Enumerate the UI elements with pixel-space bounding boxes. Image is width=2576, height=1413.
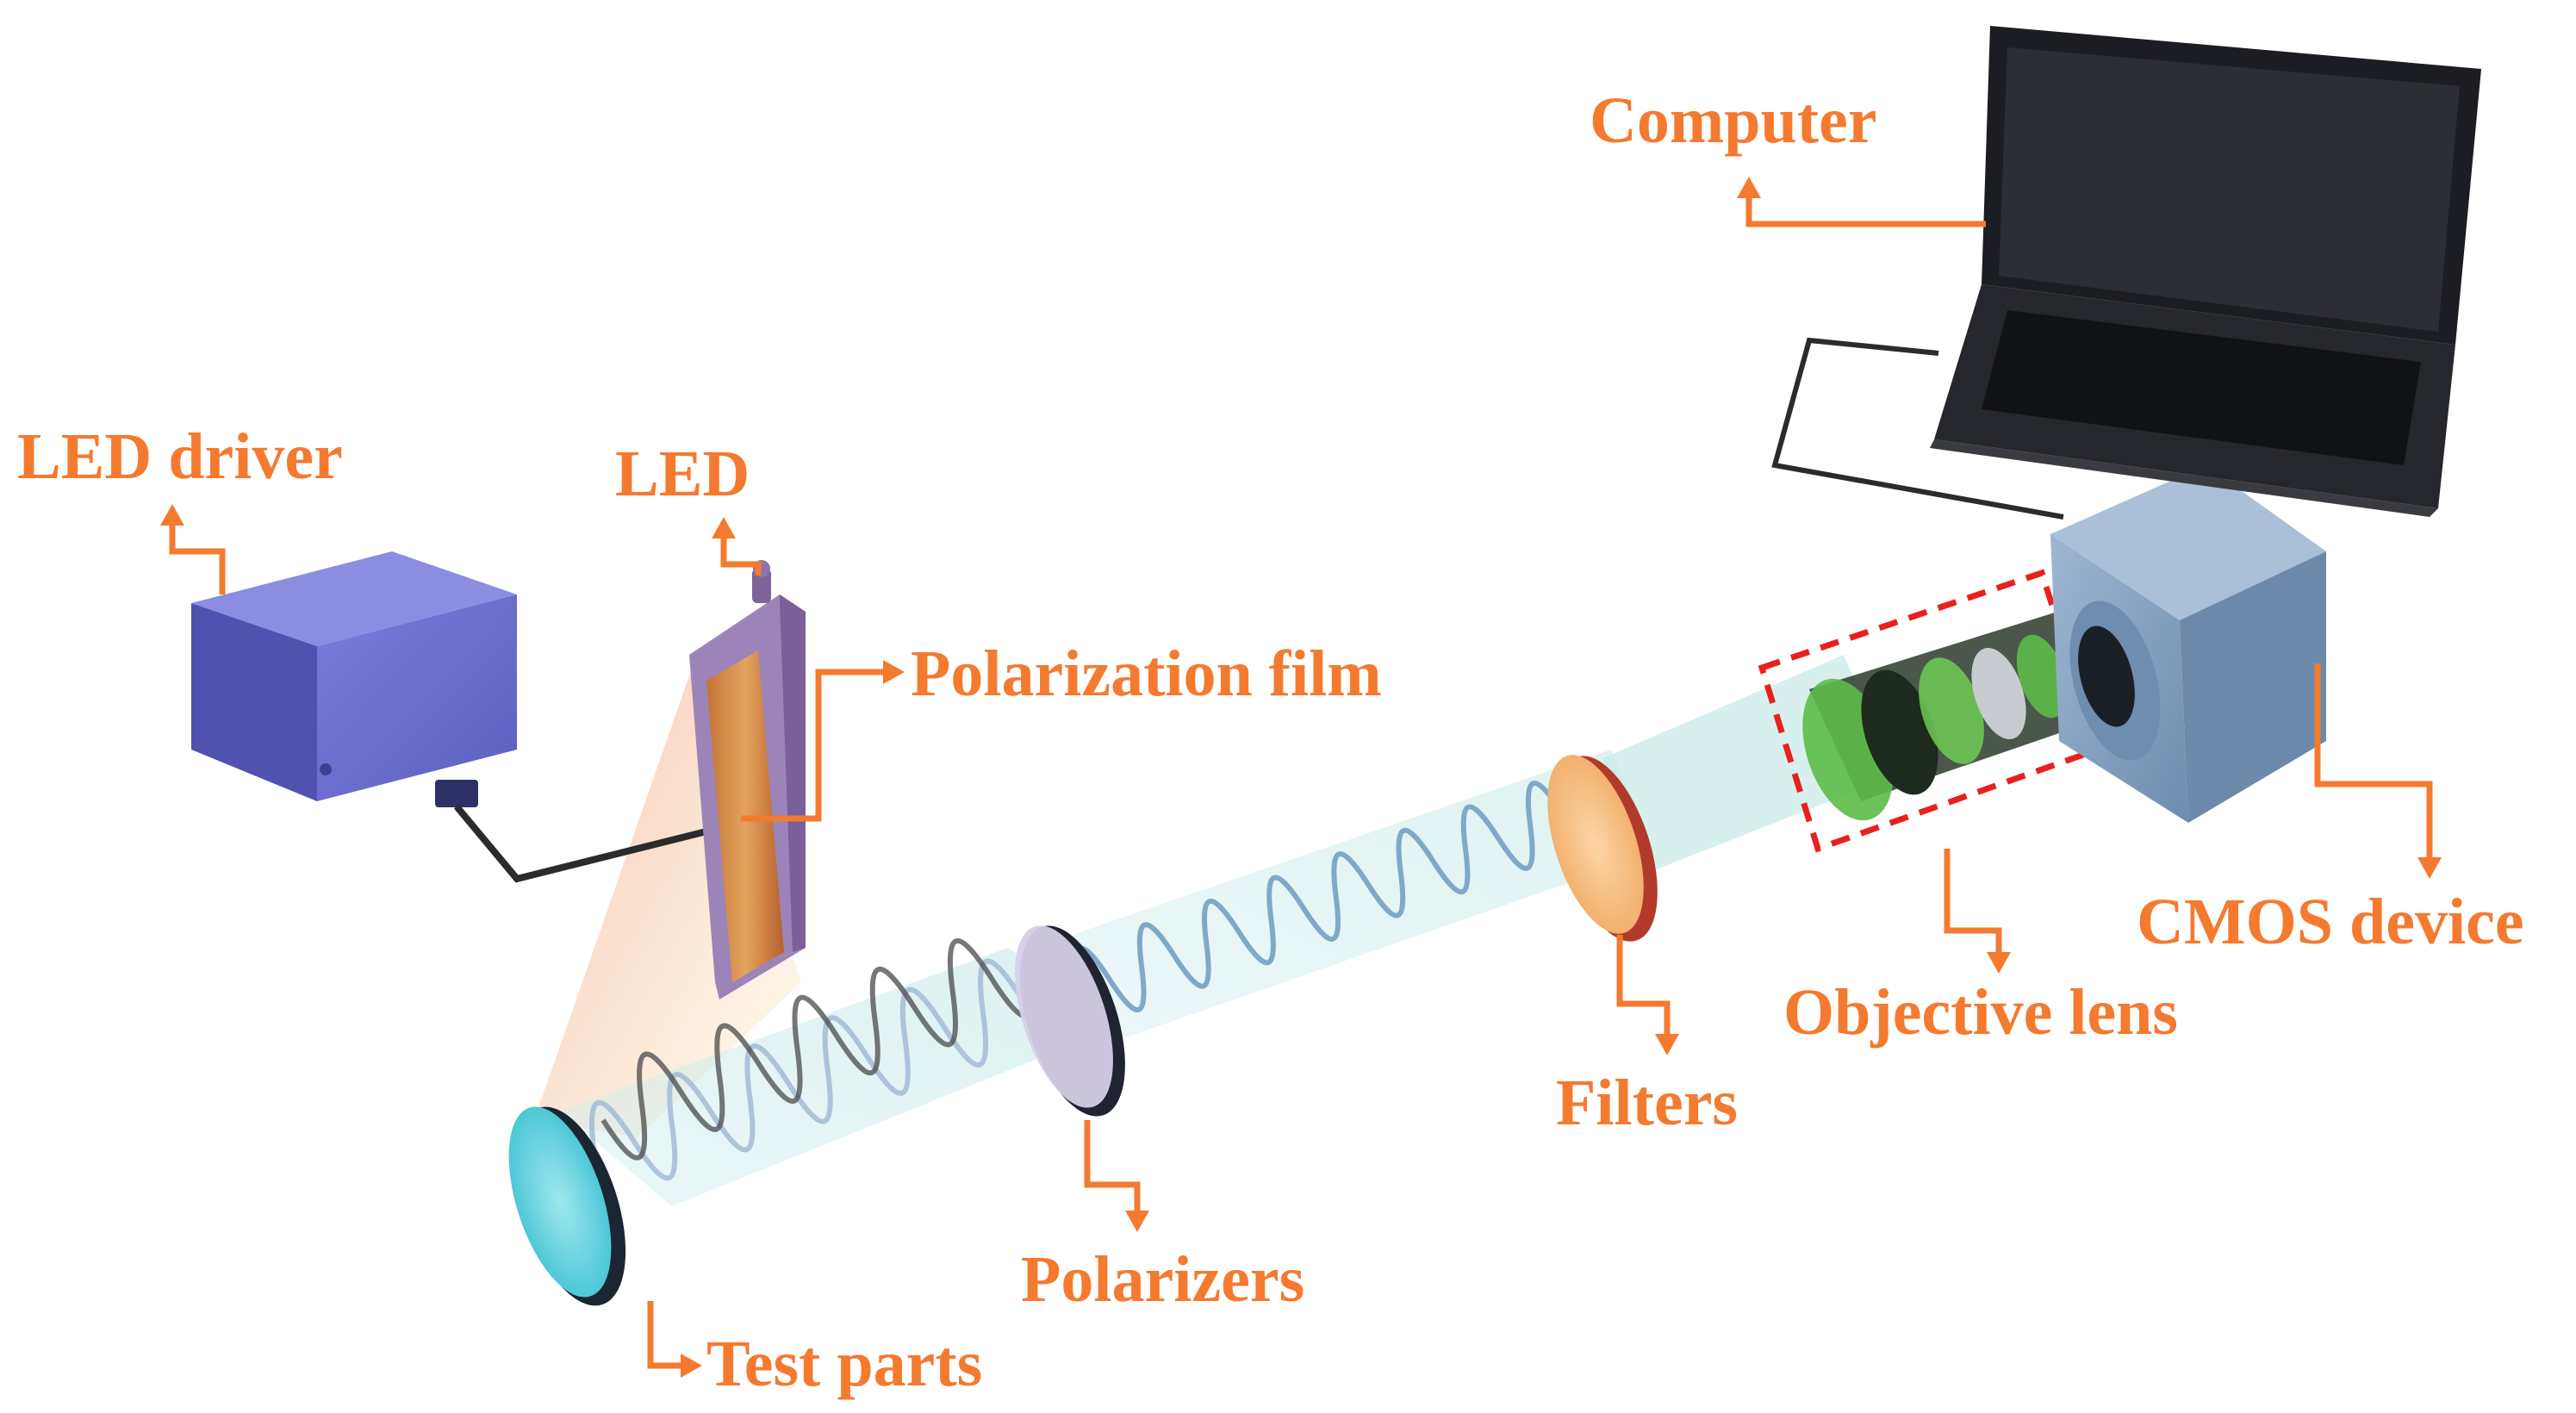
label-objective-lens: Objective lens — [1783, 976, 2178, 1049]
label-test-parts: Test parts — [706, 1328, 982, 1400]
objective-lens-leader-arrow — [1987, 952, 2011, 974]
test-parts-leader-arrow — [681, 1354, 702, 1378]
usb-cable — [1771, 337, 2064, 520]
led-driver-leader-arrow — [160, 504, 184, 526]
led-driver-leader-line — [169, 521, 226, 594]
led-driver-box — [191, 551, 517, 807]
laptop-computer — [1930, 26, 2481, 517]
cmos-device — [2050, 465, 2326, 823]
label-polarization-film: Polarization film — [911, 638, 1382, 710]
test-parts-leader-line — [647, 1301, 685, 1369]
led-housing — [689, 560, 806, 999]
light-wave-test-region-b — [600, 938, 1036, 1161]
label-computer: Computer — [1590, 84, 1877, 157]
polarizer-disk — [1015, 925, 1125, 1117]
label-filters: Filters — [1556, 1067, 1738, 1139]
filters-leader-line — [1616, 935, 1671, 1038]
computer-leader-arrow — [1737, 177, 1761, 198]
led-leader-arrow — [712, 517, 736, 538]
label-led-driver: LED driver — [17, 420, 343, 493]
filter-disk — [1547, 755, 1658, 942]
label-cmos-device: CMOS device — [2137, 886, 2524, 958]
computer-leader-line — [1745, 194, 1986, 227]
led-light-cone — [534, 663, 801, 1137]
cmos-device-leader-line — [2314, 663, 2433, 862]
led-driver-cable — [453, 804, 742, 883]
polarizers-leader-arrow — [1125, 1211, 1149, 1232]
light-wave-polarized — [1072, 781, 1565, 1012]
polarizers-leader-line — [1084, 1120, 1141, 1215]
test-part-disk — [508, 1106, 626, 1306]
polarization-film-leader-arrow — [883, 660, 905, 684]
cmos-device-leader-arrow — [2417, 857, 2442, 879]
led-leader-line — [720, 534, 762, 576]
polarization-film-leader-line — [741, 669, 887, 822]
label-polarizers: Polarizers — [1021, 1243, 1304, 1316]
light-wave-test-region-a — [589, 958, 1024, 1181]
label-led: LED — [615, 438, 750, 510]
objective-lens-leader-line — [1944, 849, 2002, 956]
filters-leader-arrow — [1655, 1034, 1679, 1055]
